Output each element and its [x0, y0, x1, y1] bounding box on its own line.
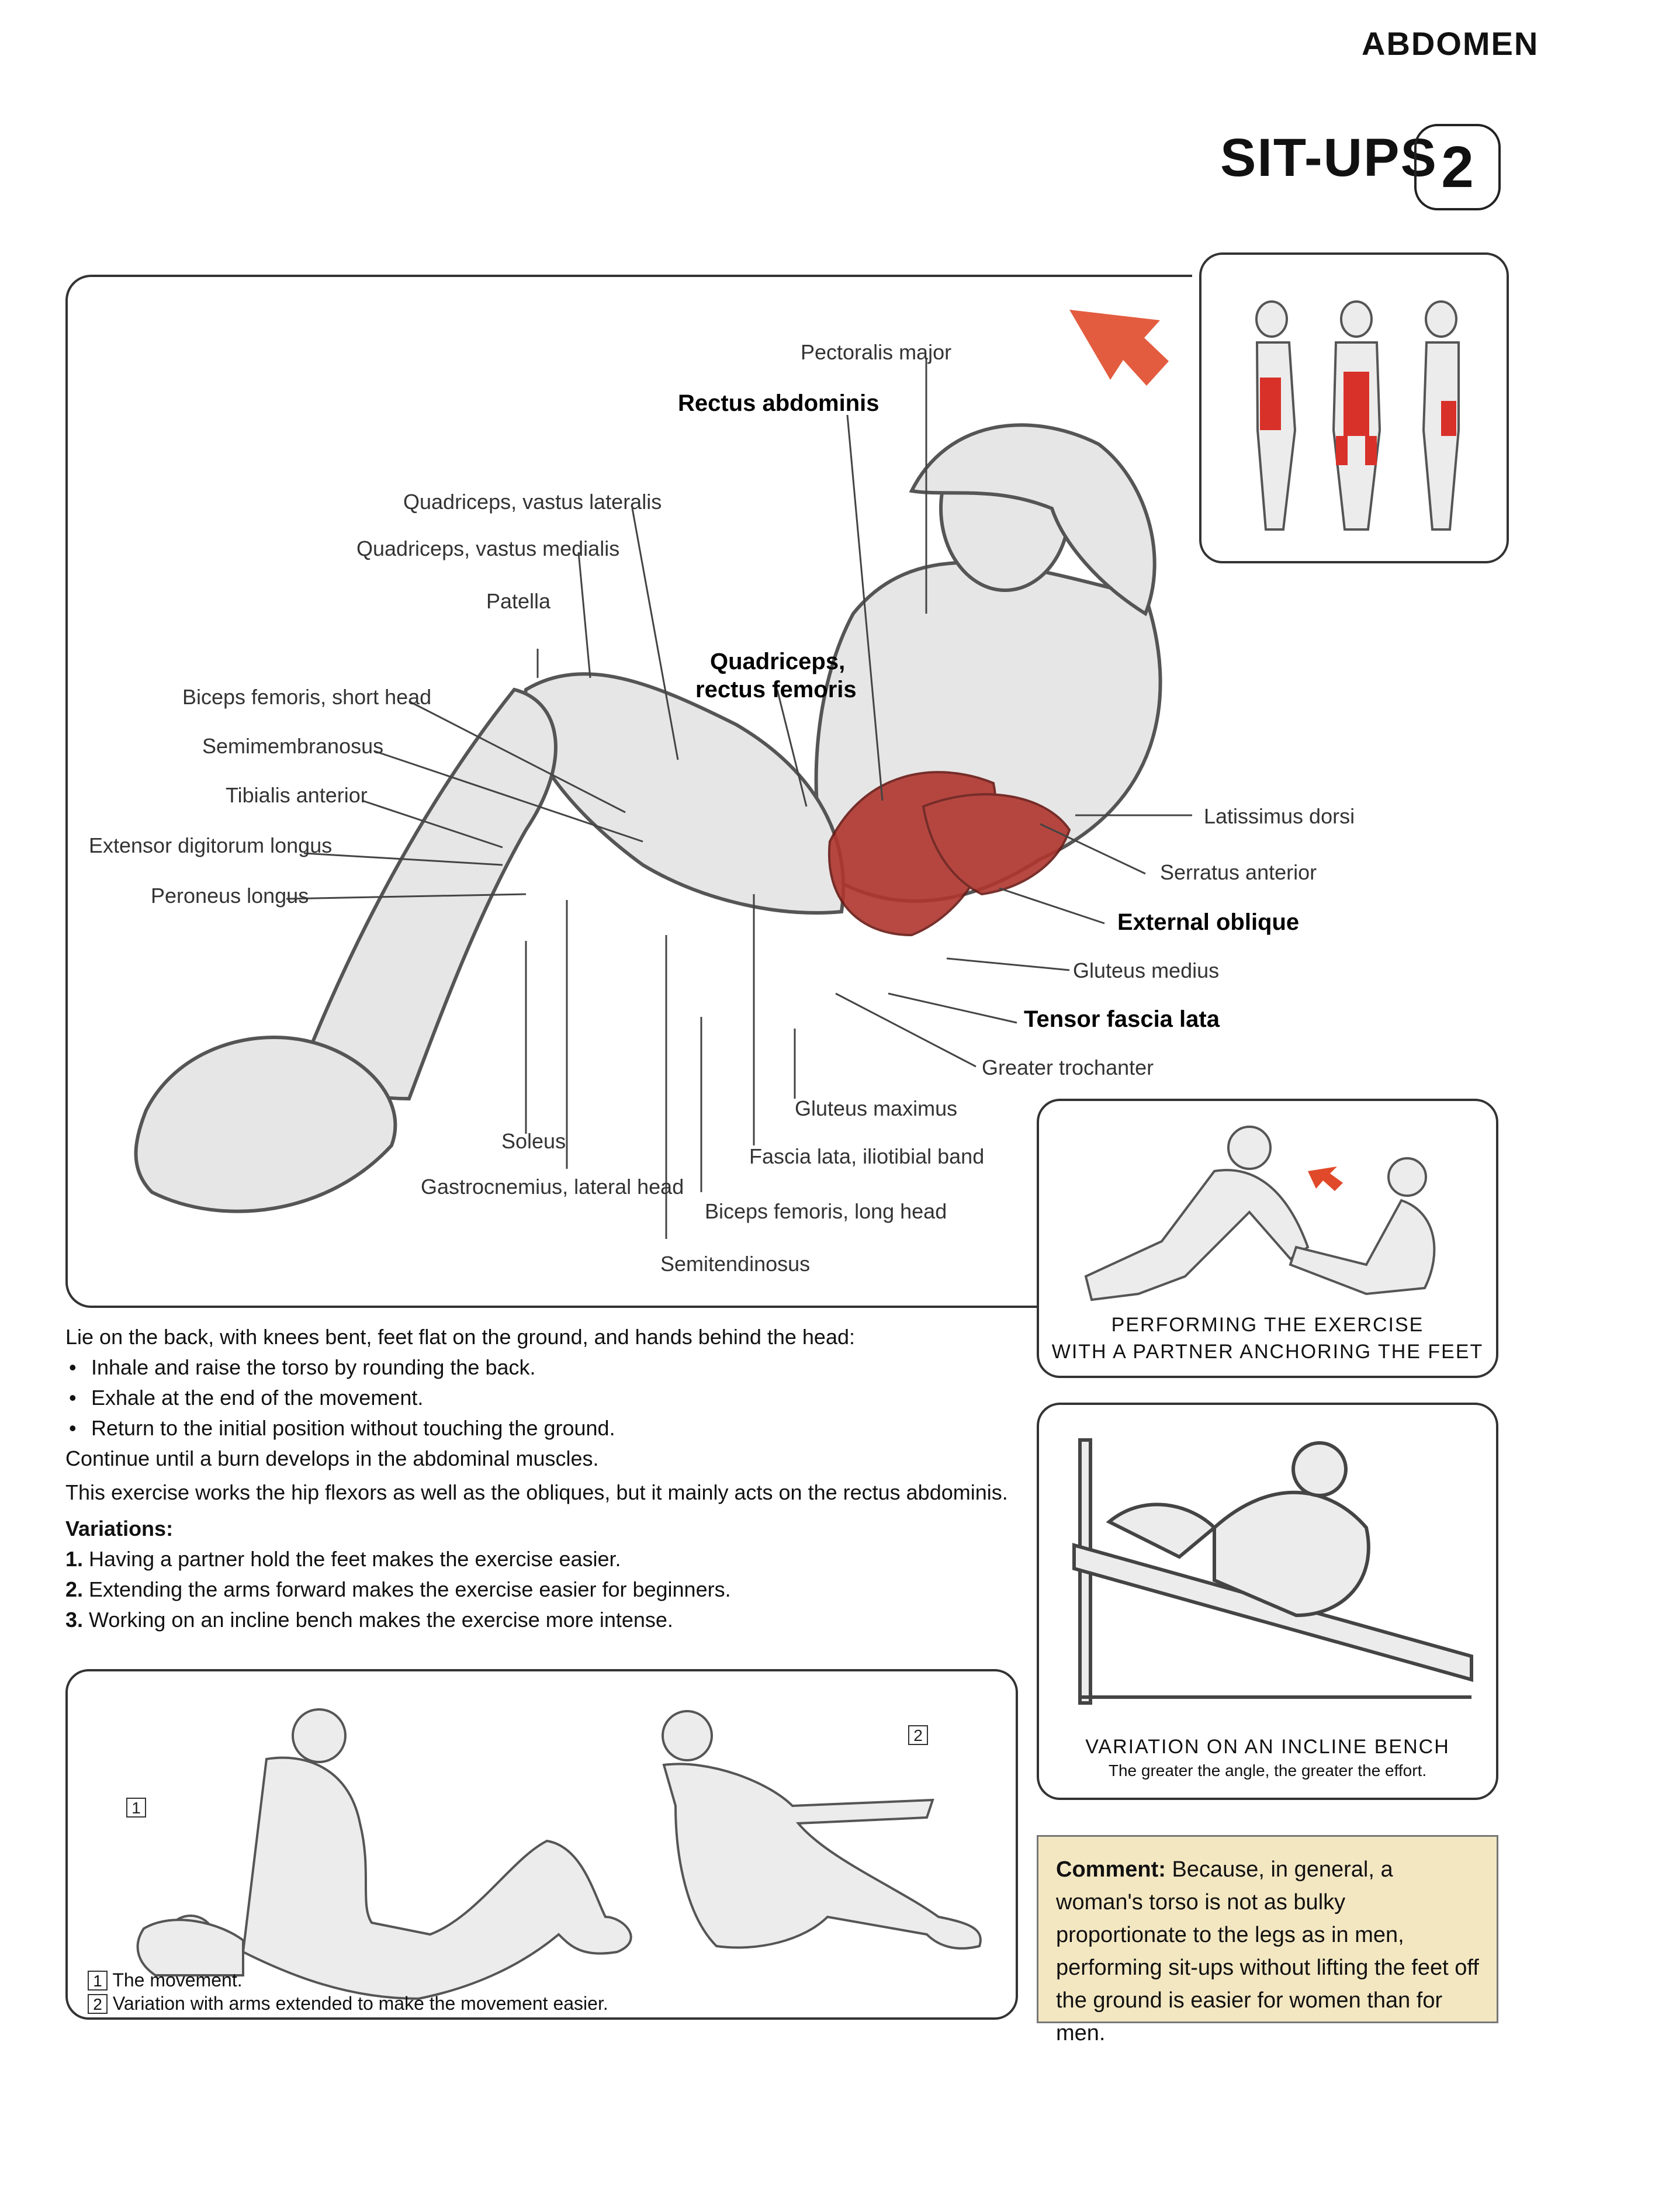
label-gastrocnemius: Gastrocnemius, lateral head [421, 1175, 684, 1199]
label-tensor-fascia-lata: Tensor fascia lata [1024, 1006, 1220, 1032]
label-external-oblique: External oblique [1117, 909, 1300, 935]
comment-text: Because, in general, a woman's torso is … [1056, 1857, 1479, 2045]
instruction-bullet: •Return to the initial position without … [69, 1416, 615, 1440]
comment-box: Comment: Because, in general, a woman's … [1037, 1835, 1498, 2045]
partner-caption-line1: PERFORMING THE EXERCISE [1111, 1314, 1424, 1336]
label-serratus-anterior: Serratus anterior [1160, 860, 1317, 884]
label-rectus-femoris-1: Quadriceps, [710, 649, 846, 674]
section-title: ABDOMEN [1362, 25, 1539, 62]
label-biceps-femoris-short: Biceps femoris, short head [182, 685, 432, 709]
label-gluteus-medius: Gluteus medius [1073, 958, 1220, 982]
label-latissimus-dorsi: Latissimus dorsi [1204, 804, 1355, 828]
label-tibialis-anterior: Tibialis anterior [226, 783, 368, 807]
label-biceps-femoris-long: Biceps femoris, long head [705, 1199, 947, 1223]
incline-bench-illustration [1072, 1438, 1473, 1705]
instruction-bullet: •Exhale at the end of the movement. [69, 1386, 424, 1410]
label-patella: Patella [486, 589, 551, 613]
exercise-number: 2 [1414, 124, 1501, 210]
instructions: Lie on the back, with knees bent, feet f… [65, 1322, 1030, 1635]
label-pectoralis-major: Pectoralis major [801, 340, 952, 364]
label-fascia-lata: Fascia lata, iliotibial band [749, 1144, 985, 1168]
variation-item: 2. Extending the arms forward makes the … [65, 1577, 731, 1601]
variation-illustration [136, 1708, 982, 2000]
instruction-bullet: •Inhale and raise the torso by rounding … [69, 1355, 536, 1379]
incline-variation-panel: VARIATION ON AN INCLINE BENCH The greate… [1037, 1403, 1498, 1800]
label-gluteus-maximus: Gluteus maximus [795, 1096, 958, 1120]
page-title: SIT-UPS [1220, 128, 1438, 188]
comment-label: Comment: [1056, 1857, 1166, 1882]
label-rectus-femoris-2: rectus femoris [695, 677, 857, 702]
instructions-intro: Lie on the back, with knees bent, feet f… [65, 1325, 856, 1349]
label-semitendinosus: Semitendinosus [660, 1252, 811, 1276]
label-vastus-lateralis: Quadriceps, vastus lateralis [403, 490, 662, 514]
partner-variation-panel: PERFORMING THE EXERCISE WITH A PARTNER A… [1037, 1099, 1498, 1378]
label-greater-trochanter: Greater trochanter [982, 1055, 1154, 1079]
variations-title: Variations: [65, 1517, 174, 1541]
incline-caption-line2: The greater the angle, the greater the e… [1108, 1761, 1427, 1780]
instructions-works: This exercise works the hip flexors as w… [65, 1480, 1008, 1504]
muscle-map-thumbnail [1199, 252, 1509, 563]
incline-caption-line1: VARIATION ON AN INCLINE BENCH [1085, 1736, 1450, 1758]
legend-item-1: 1 The movement. [88, 1969, 243, 1991]
label-extensor-digitorum: Extensor digitorum longus [89, 833, 333, 857]
muscle-figures-illustration [1255, 300, 1460, 531]
label-peroneus-longus: Peroneus longus [151, 884, 309, 908]
label-semimembranosus: Semimembranosus [202, 734, 384, 758]
variation-panel: 1 2 1 The movement. 2 Variation with arm… [65, 1669, 1018, 2020]
label-vastus-medialis: Quadriceps, vastus medialis [356, 536, 620, 560]
variation-item: 3. Working on an incline bench makes the… [65, 1608, 673, 1632]
legend-item-2: 2 Variation with arms extended to make t… [88, 1993, 608, 2014]
variation-marker-2: 2 [908, 1725, 928, 1745]
instructions-continue: Continue until a burn develops in the ab… [65, 1446, 599, 1470]
partner-caption-line2: WITH A PARTNER ANCHORING THE FEET [1051, 1341, 1484, 1363]
partner-illustration [1084, 1126, 1436, 1301]
variation-marker-1: 1 [126, 1798, 146, 1818]
label-rectus-abdominis: Rectus abdominis [678, 390, 879, 416]
movement-arrow-icon [1069, 310, 1169, 386]
variation-item: 1. Having a partner hold the feet makes … [65, 1547, 621, 1571]
label-soleus: Soleus [501, 1129, 566, 1153]
